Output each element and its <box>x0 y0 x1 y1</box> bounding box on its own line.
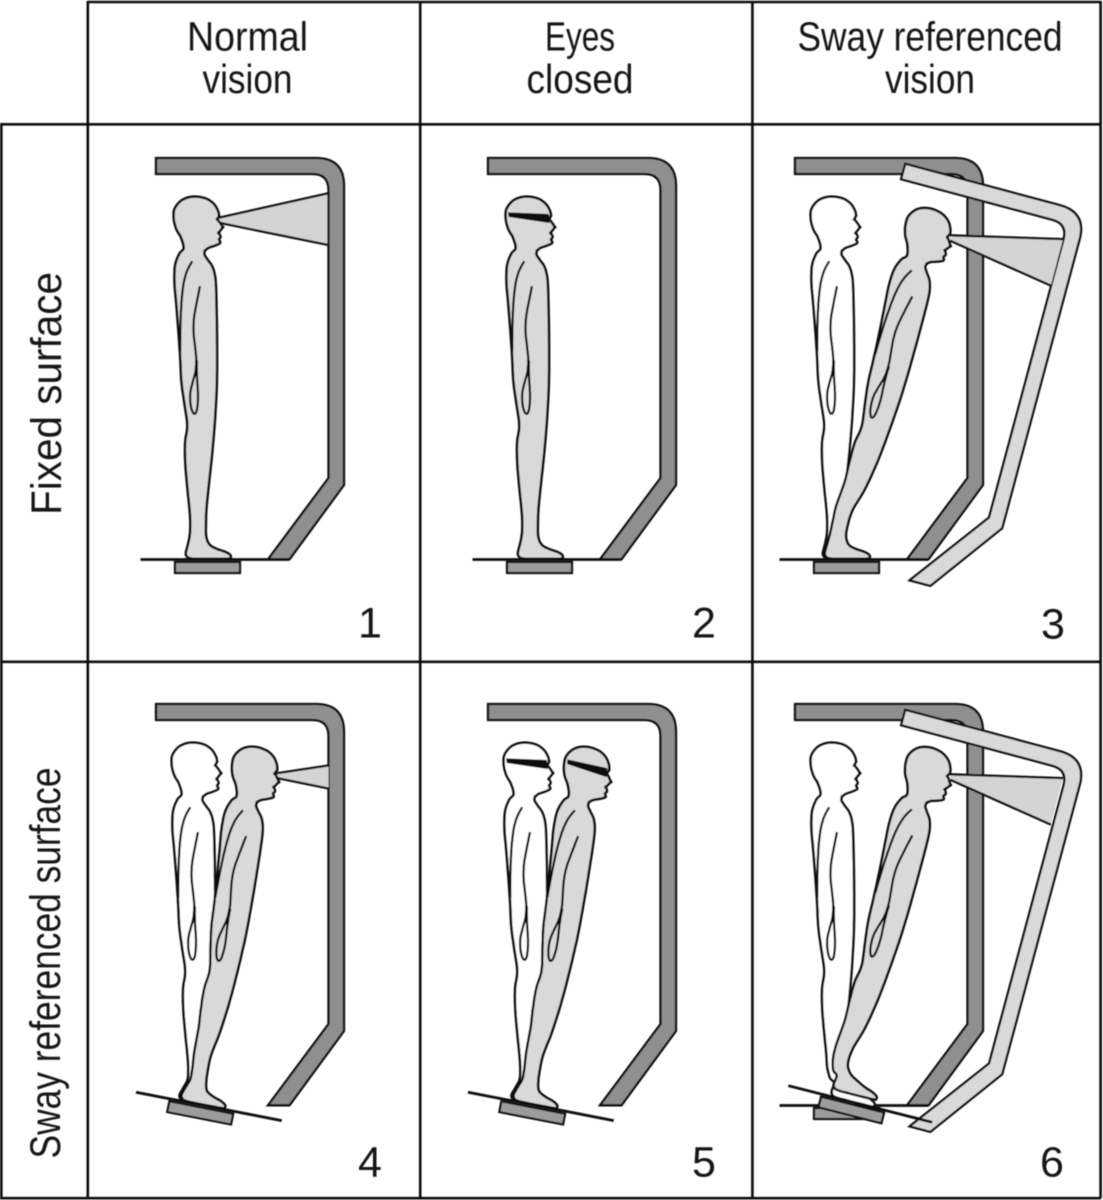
svg-text:2: 2 <box>692 600 716 648</box>
svg-text:closed: closed <box>527 56 634 102</box>
svg-text:vision: vision <box>885 56 975 102</box>
svg-text:3: 3 <box>1041 601 1065 649</box>
svg-text:1: 1 <box>358 600 382 648</box>
svg-text:Fixed surface: Fixed surface <box>23 272 71 515</box>
svg-text:6: 6 <box>1040 1139 1064 1187</box>
svg-text:Eyes: Eyes <box>545 14 615 60</box>
svg-text:vision: vision <box>203 56 293 102</box>
svg-text:Normal: Normal <box>187 14 308 60</box>
svg-text:4: 4 <box>358 1139 382 1187</box>
svg-text:Sway referenced: Sway referenced <box>798 14 1063 60</box>
svg-text:Sway referenced surface: Sway referenced surface <box>22 768 70 1159</box>
svg-text:5: 5 <box>692 1139 716 1187</box>
